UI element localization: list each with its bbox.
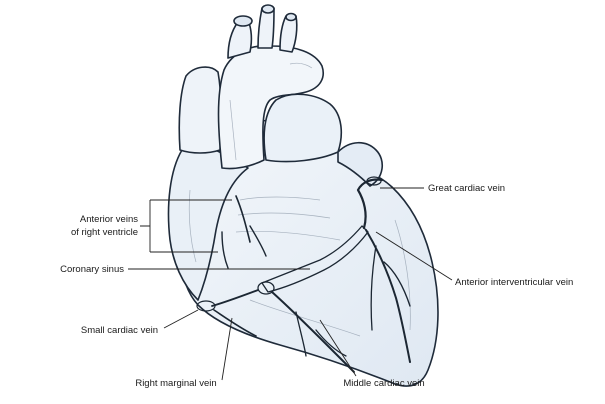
small-cardiac-vessel — [211, 289, 259, 307]
superior-vena-cava — [178, 66, 223, 154]
middle-cardiac-vessel — [271, 291, 355, 373]
coronary-sinus-opening — [257, 281, 275, 295]
label-great-cardiac-vein: Great cardiac vein — [428, 183, 505, 194]
label-coronary-sinus: Coronary sinus — [60, 264, 124, 275]
anterior-veins-right-ventricle-vessels — [235, 195, 251, 243]
label-anterior-interventricular-vein: Anterior interventricular vein — [455, 277, 573, 288]
label-middle-cardiac-vein: Middle cardiac vein — [343, 378, 424, 389]
leader-lines — [128, 187, 453, 381]
heart-illustration — [167, 4, 439, 387]
label-anterior-veins-line1: Anterior veins — [80, 214, 138, 225]
label-small-cardiac-vein: Small cardiac vein — [81, 325, 158, 336]
labels: Great cardiac vein Anterior veins of rig… — [60, 183, 573, 389]
left-auricle — [337, 141, 383, 187]
label-anterior-veins-line2: of right ventricle — [71, 227, 138, 238]
left-subclavian — [279, 15, 298, 53]
great-cardiac-vein-vessel — [356, 178, 384, 230]
right-marginal-vessel — [213, 309, 257, 337]
aorta — [217, 44, 324, 170]
label-right-marginal-vein: Right marginal vein — [135, 378, 216, 389]
left-common-carotid — [257, 7, 275, 49]
pulmonary-trunk — [263, 93, 343, 163]
cardiac-veins — [196, 176, 411, 373]
